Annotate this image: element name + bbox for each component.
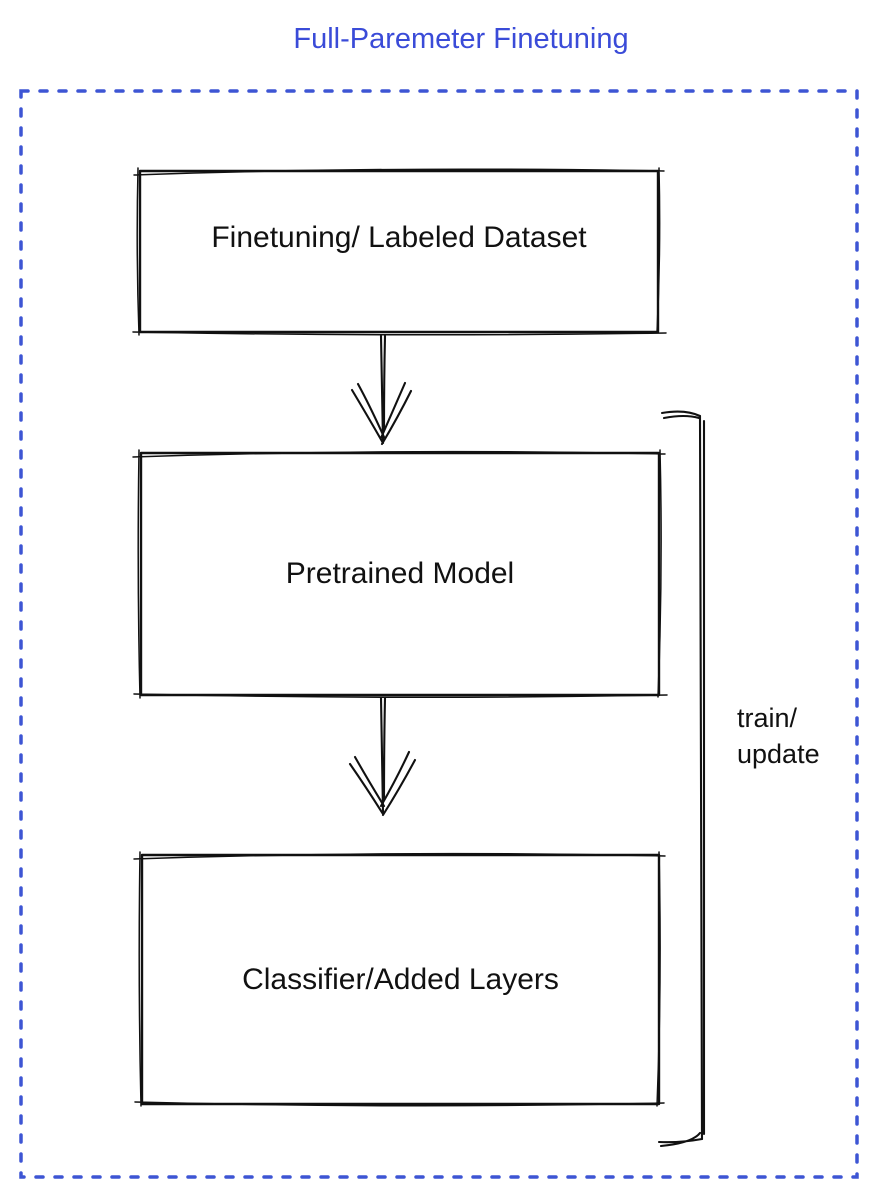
dataset-box	[132, 167, 667, 336]
classifier-box-sketch-border	[133, 851, 666, 1107]
classifier-box-fill	[140, 853, 661, 1106]
classifier-box	[133, 851, 666, 1107]
dataset-box-sketch-border	[132, 167, 667, 336]
arrow-head	[348, 750, 417, 817]
train-update-bracket	[657, 410, 706, 1148]
pretrained-box-sketch-border	[132, 449, 668, 699]
arrow-model-to-classifier	[348, 696, 417, 817]
arrow-shaft	[379, 696, 387, 814]
dashed-frame-border	[19, 89, 859, 1179]
bracket-vertical-line	[698, 414, 706, 1141]
diagram-title: Full-Paremeter Finetuning	[293, 23, 628, 55]
pretrained-box-fill	[139, 451, 661, 697]
arrow-dataset-to-model	[350, 334, 413, 446]
bracket-bottom-hook	[657, 1131, 704, 1148]
dataset-box-fill	[138, 169, 660, 334]
arrow-head	[350, 381, 413, 446]
arrow-shaft	[379, 334, 387, 444]
pretrained-model-box	[132, 449, 668, 699]
bracket-top-hook	[660, 410, 702, 420]
